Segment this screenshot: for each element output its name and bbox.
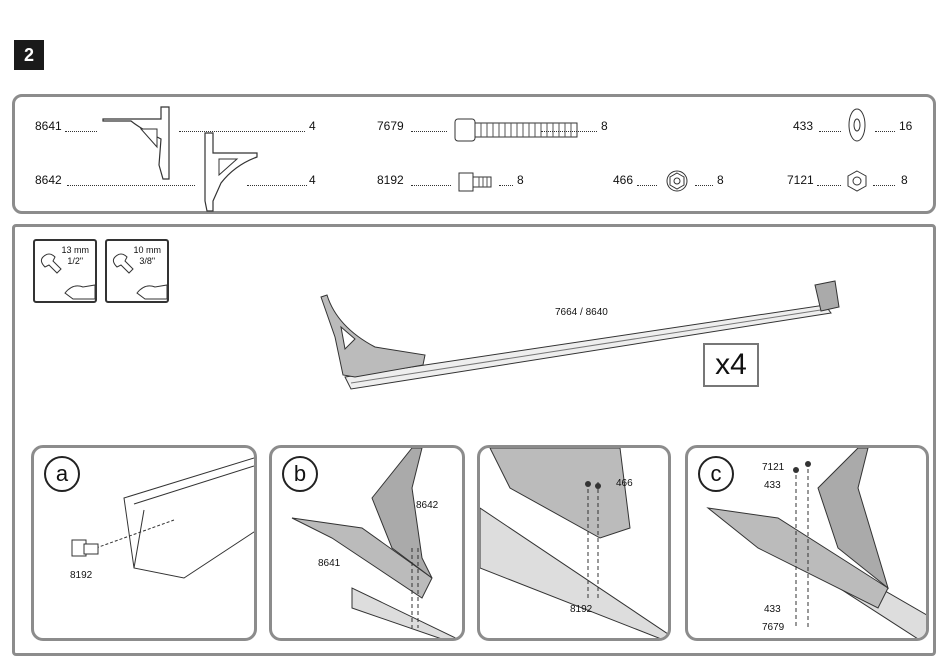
detail-panel-c: c 7121 433 433 7679 <box>685 445 929 641</box>
tool-metric: 10 mm <box>133 245 161 256</box>
long-bolt-7679-icon <box>455 115 579 145</box>
part-code-466: 466 <box>613 173 633 187</box>
tool-imperial: 3/8" <box>133 256 161 267</box>
detail-b-label-8641: 8641 <box>318 558 340 569</box>
t-bolt-8192-icon <box>457 171 493 193</box>
tool-metric: 13 mm <box>61 245 89 256</box>
detail-a-label-8192: 8192 <box>70 570 92 581</box>
part-code-7679: 7679 <box>377 119 404 133</box>
washer-433-icon <box>847 107 867 143</box>
leader-dots <box>817 185 841 186</box>
leader-dots <box>873 185 895 186</box>
leader-dots <box>637 185 657 186</box>
tool-size-label: 13 mm 1/2" <box>61 245 89 267</box>
rail-part-label: 7664 / 8640 <box>555 307 608 318</box>
detail-panel-b: b 8642 8641 <box>269 445 465 641</box>
part-qty-8642: 4 <box>309 173 316 187</box>
leader-dots <box>819 131 841 132</box>
detail-c-label-433-bottom: 433 <box>764 604 781 615</box>
part-code-433: 433 <box>793 119 813 133</box>
leader-dots <box>695 185 713 186</box>
detail-c-label-7121: 7121 <box>762 462 784 473</box>
part-code-8641: 8641 <box>35 119 62 133</box>
tool-size-label: 10 mm 3/8" <box>133 245 161 267</box>
detail-c-label-7679: 7679 <box>762 622 784 633</box>
detail-b-label-8642: 8642 <box>416 500 438 511</box>
bracket-8641-icon <box>101 99 171 179</box>
bracket-8642-icon <box>201 131 261 213</box>
step-number-badge: 2 <box>14 40 44 70</box>
part-qty-8641: 4 <box>309 119 316 133</box>
wrench-tool-13mm: 13 mm 1/2" <box>33 239 97 303</box>
leader-dots <box>65 131 97 132</box>
detail-letter-b: b <box>282 456 318 492</box>
detail-c-label-433-top: 433 <box>764 480 781 491</box>
leader-dots <box>541 131 597 132</box>
leader-dots <box>875 131 895 132</box>
detail-letter-c: c <box>698 456 734 492</box>
leader-dots <box>499 185 513 186</box>
parts-list-panel: 8641 4 8642 4 7679 8 8192 8 466 8 4 <box>12 94 936 214</box>
detail-mid-label-8192: 8192 <box>570 604 592 615</box>
assembly-panel: 13 mm 1/2" 10 mm 3/8" 7664 / 8640 x4 a <box>12 224 936 656</box>
part-code-7121: 7121 <box>787 173 814 187</box>
detail-panel-nut: 466 8192 <box>477 445 671 641</box>
part-qty-8192: 8 <box>517 173 524 187</box>
part-qty-433: 16 <box>899 119 912 133</box>
part-code-8192: 8192 <box>377 173 404 187</box>
hand-icon <box>135 277 169 301</box>
part-code-8642: 8642 <box>35 173 62 187</box>
detail-panel-a: a 8192 <box>31 445 257 641</box>
tool-imperial: 1/2" <box>61 256 89 267</box>
part-qty-7121: 8 <box>901 173 908 187</box>
part-qty-466: 8 <box>717 173 724 187</box>
flange-nut-466-icon <box>665 169 689 193</box>
rail-assembly-illustration <box>315 277 845 387</box>
detail-letter-a: a <box>44 456 80 492</box>
wrench-tool-10mm: 10 mm 3/8" <box>105 239 169 303</box>
leader-dots <box>247 185 307 186</box>
hex-nut-7121-icon <box>845 169 869 193</box>
leader-dots <box>67 185 195 186</box>
leader-dots <box>411 185 451 186</box>
hand-icon <box>63 277 97 301</box>
multiplier-box: x4 <box>703 343 759 387</box>
leader-dots <box>411 131 447 132</box>
part-qty-7679: 8 <box>601 119 608 133</box>
detail-mid-label-466: 466 <box>616 478 633 489</box>
